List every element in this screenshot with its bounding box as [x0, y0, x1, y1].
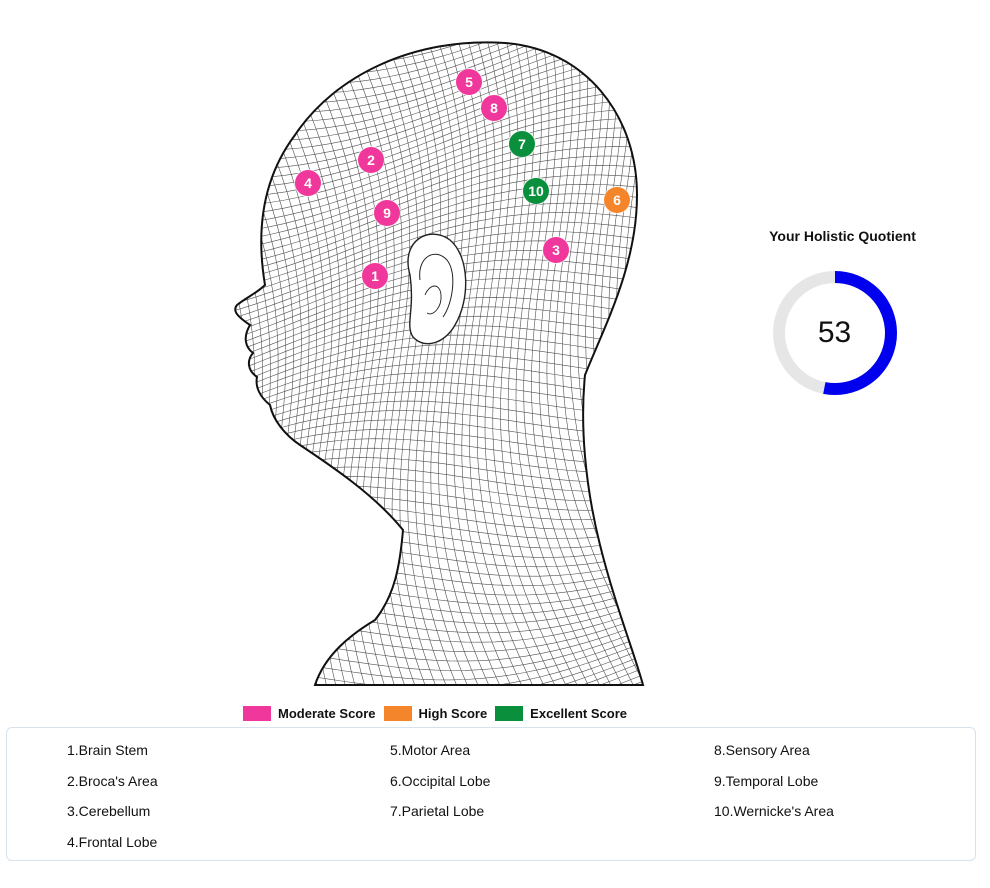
area-item-temporal-lobe[interactable]: 9.Temporal Lobe	[714, 772, 819, 789]
area-item-wernickes-area[interactable]: 10.Wernicke's Area	[714, 803, 834, 820]
brain-marker-4[interactable]: 4	[295, 170, 321, 196]
areas-column-2: 5.Motor Area 6.Occipital Lobe 7.Parietal…	[390, 740, 490, 832]
brain-marker-7[interactable]: 7	[509, 131, 535, 157]
high-swatch	[383, 706, 412, 721]
area-item-brocas-area[interactable]: 2.Broca's Area	[67, 772, 158, 789]
score-legend: Moderate Score High Score Excellent Scor…	[243, 706, 635, 721]
brain-marker-5[interactable]: 5	[456, 69, 482, 95]
legend-moderate-label: Moderate Score	[278, 706, 376, 721]
brain-marker-10[interactable]: 10	[523, 178, 549, 204]
moderate-swatch	[243, 706, 271, 721]
legend-excellent: Excellent Score	[495, 706, 627, 721]
brain-marker-8[interactable]: 8	[481, 95, 507, 121]
area-item-parietal-lobe[interactable]: 7.Parietal Lobe	[390, 803, 485, 820]
excellent-swatch	[495, 706, 524, 721]
brain-marker-3[interactable]: 3	[543, 237, 569, 263]
brain-areas-list: 1.Brain Stem 2.Broca's Area 3.Cerebellum…	[6, 727, 976, 861]
area-item-frontal-lobe[interactable]: 4.Frontal Lobe	[67, 834, 158, 851]
area-item-cerebellum[interactable]: 3.Cerebellum	[67, 803, 151, 820]
legend-excellent-label: Excellent Score	[530, 706, 627, 721]
area-item-brain-stem[interactable]: 1.Brain Stem	[67, 742, 148, 758]
area-item-occipital-lobe[interactable]: 6.Occipital Lobe	[390, 772, 491, 789]
quotient-gauge: 53	[770, 268, 900, 398]
brain-marker-6[interactable]: 6	[604, 187, 630, 213]
brain-marker-1[interactable]: 1	[362, 263, 388, 289]
quotient-ring	[772, 271, 897, 395]
brain-marker-9[interactable]: 9	[374, 200, 400, 226]
gauge-fill	[772, 271, 897, 395]
legend-high-label: High Score	[418, 706, 488, 721]
legend-moderate: Moderate Score	[243, 706, 376, 721]
area-item-sensory-area[interactable]: 8.Sensory Area	[714, 742, 810, 758]
head-wireframe-image	[234, 41, 644, 686]
areas-column-3: 8.Sensory Area 9.Temporal Lobe 10.Wernic…	[714, 740, 834, 832]
area-item-motor-area[interactable]: 5.Motor Area	[390, 742, 471, 758]
areas-column-1: 1.Brain Stem 2.Broca's Area 3.Cerebellum…	[67, 740, 158, 863]
quotient-value: 53	[817, 316, 852, 349]
brain-marker-2[interactable]: 2	[358, 147, 384, 173]
head-illustration: 1 2 3 4 5 6 7 8 9 10	[225, 25, 655, 690]
legend-high: High Score	[383, 706, 488, 721]
quotient-title: Your Holistic Quotient	[769, 228, 916, 244]
holistic-quotient-panel: Your Holistic Quotient 53	[760, 228, 925, 398]
